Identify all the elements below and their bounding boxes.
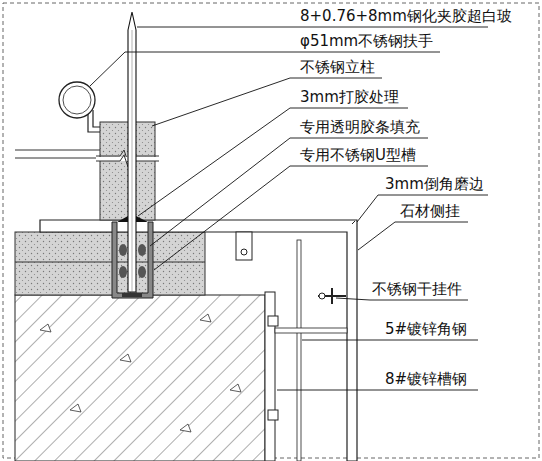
mortar-layer xyxy=(15,232,205,295)
callout-label: 5#镀锌角钢 xyxy=(385,320,467,338)
dry-hanger xyxy=(318,288,346,304)
angle-steel xyxy=(275,328,347,333)
concrete-slab xyxy=(15,295,265,461)
glass-panel xyxy=(132,30,133,292)
wall-break-lines xyxy=(15,158,100,159)
channel-steel xyxy=(268,410,278,420)
stone-cladding xyxy=(352,221,355,224)
leader-lines xyxy=(302,340,478,341)
leader-lines xyxy=(277,390,478,391)
callout-label: 3mm打胶处理 xyxy=(300,88,399,106)
handrail xyxy=(59,82,95,118)
handrail xyxy=(88,110,100,132)
handrail xyxy=(63,86,91,114)
leader-lines xyxy=(90,52,440,86)
stone-cladding xyxy=(40,220,357,461)
u-channel xyxy=(119,244,127,256)
concrete-slab xyxy=(15,295,265,461)
dry-hanger xyxy=(318,288,346,304)
top-clip xyxy=(236,232,252,260)
leader-lines xyxy=(357,195,488,222)
glass-panel xyxy=(117,12,148,292)
leader-lines xyxy=(137,27,488,28)
top-clip xyxy=(236,232,252,260)
leader-lines xyxy=(336,298,468,300)
wall-break-lines xyxy=(15,150,100,158)
glass-panel xyxy=(117,216,148,222)
u-channel xyxy=(119,266,127,278)
callout-label: 3mm倒角磨边 xyxy=(385,175,484,193)
callout-label: 8+0.76+8mm钢化夹胶超白玻 xyxy=(300,7,512,25)
mortar-layer xyxy=(15,262,205,263)
handrail xyxy=(59,82,100,132)
callout-label: 专用透明胶条填充 xyxy=(300,118,420,136)
wall-break-lines xyxy=(15,150,100,151)
glass-panel xyxy=(128,12,136,292)
u-channel xyxy=(138,266,146,278)
leader-lines xyxy=(90,27,488,390)
channel-steel xyxy=(265,292,278,461)
channel-steel xyxy=(268,316,278,326)
callout-label: 石材侧挂 xyxy=(400,202,460,220)
leader-lines xyxy=(358,222,468,250)
callout-label: 专用不锈钢U型槽 xyxy=(300,146,416,164)
stone-cladding xyxy=(40,220,357,461)
mortar-layer xyxy=(15,232,205,295)
concrete-slab xyxy=(15,295,265,461)
callout-label: 8#镀锌槽钢 xyxy=(385,370,467,388)
callout-label: 不锈钢立柱 xyxy=(300,58,375,76)
dry-hanger xyxy=(319,293,325,299)
concrete-slab xyxy=(40,314,241,432)
callout-label: φ51mm不锈钢扶手 xyxy=(300,32,433,50)
callout-label: 不锈钢干挂件 xyxy=(372,280,462,298)
angle-steel xyxy=(275,240,347,461)
u-channel xyxy=(122,293,142,297)
u-channel xyxy=(138,244,146,256)
top-clip xyxy=(241,249,247,255)
angle-steel xyxy=(297,240,301,461)
